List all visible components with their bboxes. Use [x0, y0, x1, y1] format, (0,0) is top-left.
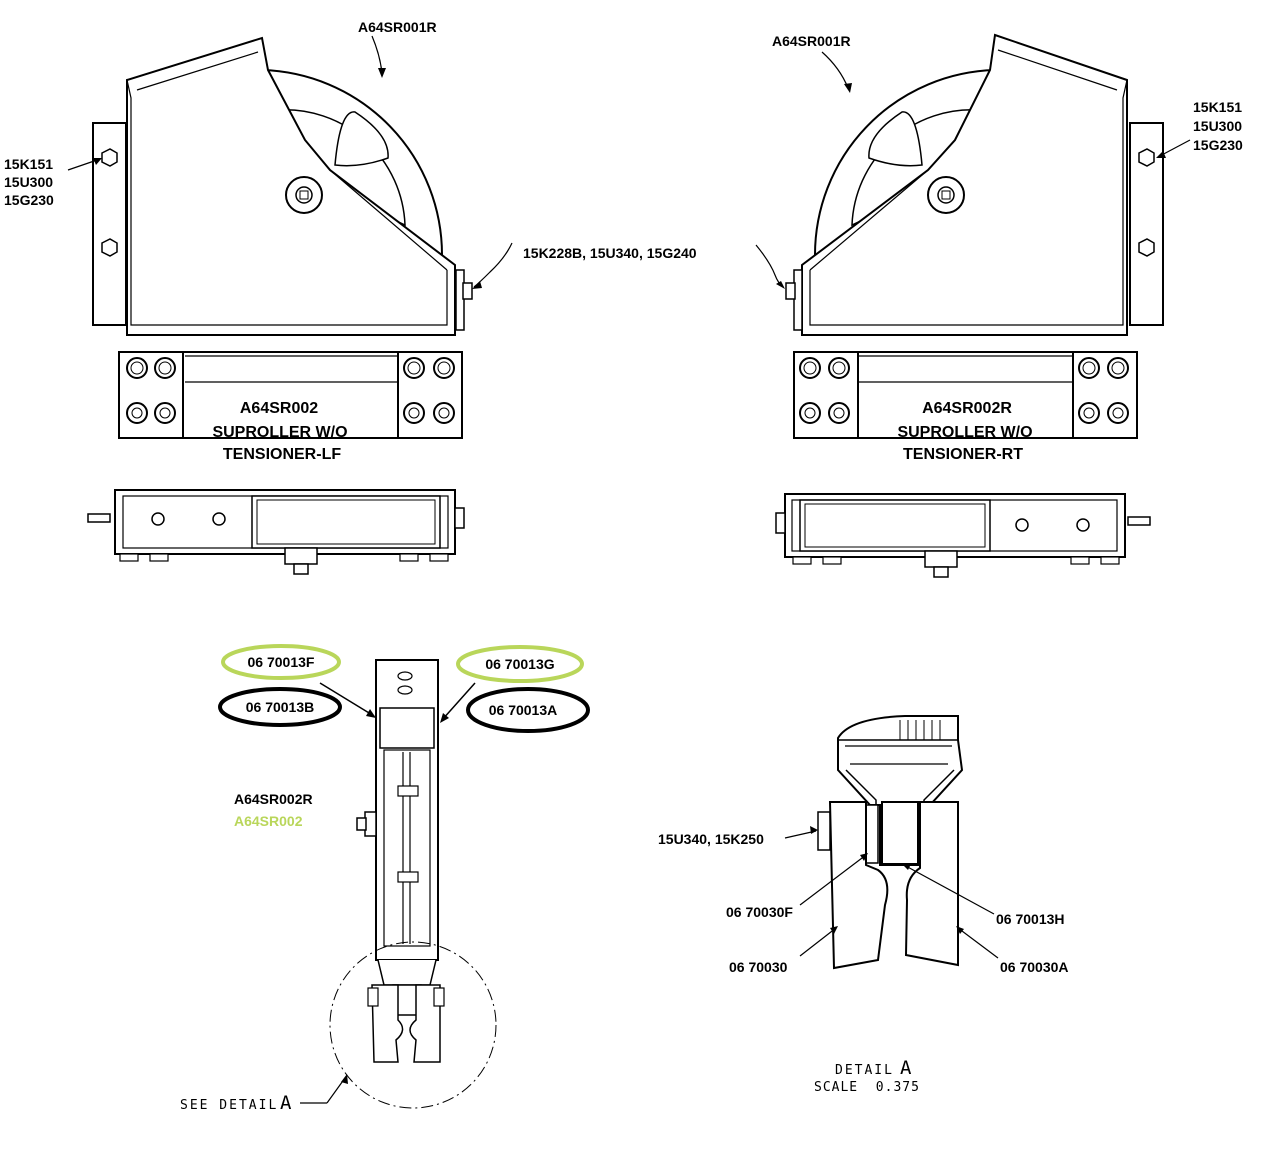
left-bracket-part-1: 15K151	[4, 156, 53, 172]
left-plate-nut-bottom	[101, 238, 118, 257]
right-roller-side-view: A64SR001R 15K151 15U300 15G230 A64SR002R…	[755, 33, 1243, 463]
left-base-bolts	[126, 357, 455, 424]
detail-bolt	[817, 811, 831, 851]
left-side-bolt	[462, 282, 473, 300]
detail-a-letter: A	[900, 1057, 912, 1079]
right-bracket-part-3: 15G230	[1193, 137, 1243, 153]
left-plate-nut-top	[101, 148, 118, 167]
detail-bushing-label: 06 70030F	[726, 904, 793, 920]
detail-a-view: 15U340, 15K250 06 70030F 06 70013H 06 70…	[658, 715, 1069, 1095]
left-roller-side-view: A64SR001R 15K151 15U300 15G230 15K228B, …	[4, 19, 697, 463]
left-wheel-part-label: A64SR001R	[358, 19, 437, 35]
detail-bushing	[865, 804, 879, 864]
right-assembly-subtitle-2: TENSIONER-RT	[903, 446, 1023, 463]
detail-a-title: DETAIL	[835, 1063, 894, 1078]
left-roller-top-view	[87, 489, 465, 575]
left-wheel-cutout	[334, 111, 389, 167]
end-view-assembly-lf: A64SR002	[234, 813, 303, 829]
callout-oval-70013f	[221, 644, 341, 680]
callout-70013f: 06 70013F	[248, 654, 315, 670]
end-view: 06 70013F 06 70013B 06 70013G 06 70013A …	[180, 644, 590, 1114]
callout-70013g: 06 70013G	[485, 656, 554, 672]
left-assembly-subtitle-2: TENSIONER-LF	[223, 446, 341, 463]
callout-70013a: 06 70013A	[489, 702, 558, 718]
left-bracket-part-2: 15U300	[4, 174, 53, 190]
detail-top-housing	[837, 715, 964, 866]
right-bracket-part-2: 15U300	[1193, 118, 1242, 134]
detail-bolt-label: 15U340, 15K250	[658, 831, 764, 847]
callout-oval-70013g	[456, 645, 584, 683]
left-assembly-title: A64SR002	[240, 400, 318, 417]
right-assembly-title: A64SR002R	[922, 400, 1012, 417]
left-bolt-part-label: 15K228B, 15U340, 15G240	[523, 245, 697, 261]
left-assembly-subtitle-1: SUPROLLER W/O	[212, 424, 347, 441]
detail-a-indicator-circle	[329, 941, 497, 1109]
detail-plate-label: 06 70013H	[996, 911, 1065, 927]
detail-left-rail	[828, 801, 889, 970]
see-detail-label: SEE DETAIL	[180, 1098, 278, 1113]
see-detail-letter: A	[280, 1092, 292, 1114]
right-assembly-subtitle-1: SUPROLLER W/O	[897, 424, 1032, 441]
detail-center-block	[881, 801, 919, 865]
left-bracket-part-3: 15G230	[4, 192, 54, 208]
detail-left-rail-label: 06 70030	[729, 959, 788, 975]
callout-oval-70013b	[218, 687, 342, 727]
detail-right-rail	[904, 801, 959, 967]
right-roller-top-view	[775, 493, 1151, 578]
right-bracket-part-1: 15K151	[1193, 99, 1242, 115]
detail-a-scale: SCALE 0.375	[814, 1080, 920, 1095]
detail-right-rail-label: 06 70030A	[1000, 959, 1069, 975]
right-wheel-part-label: A64SR001R	[772, 33, 851, 49]
callout-70013b: 06 70013B	[246, 699, 315, 715]
callout-oval-70013a	[466, 687, 590, 733]
right-base-bolts	[799, 357, 1129, 424]
end-view-assembly-rt: A64SR002R	[234, 791, 313, 807]
